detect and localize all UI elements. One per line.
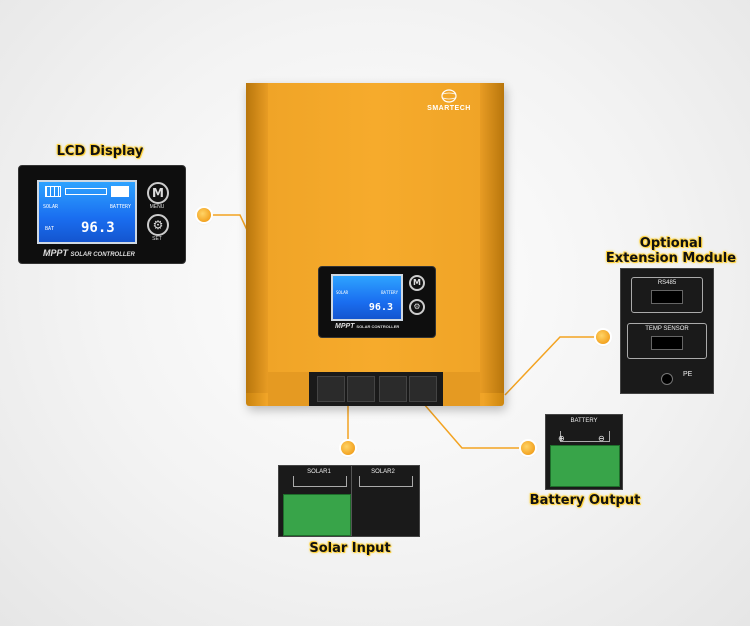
brand-logo: SMARTECH — [413, 88, 485, 116]
device-terminal-slot — [309, 372, 443, 406]
battery-terminal-closeup: BATTERY ⊕ ⊖ — [545, 414, 623, 490]
extension-callout-label: Optional Extension Module — [596, 236, 746, 266]
closeup-lcd-reading: 96.3 — [81, 220, 115, 236]
temp-sensor-port: TEMP SENSOR — [627, 323, 707, 359]
pe-label: PE — [683, 371, 693, 378]
temp-sensor-label: TEMP SENSOR — [645, 326, 689, 332]
closeup-lcd-screen: SOLAR BATTERY BAT 96.3 — [37, 180, 137, 244]
set-button[interactable]: ⚙ — [409, 299, 425, 315]
extension-callout-line1: Optional — [639, 236, 703, 251]
rs485-label: RS485 — [657, 280, 677, 286]
battery-output-callout-label: Battery Output — [529, 493, 641, 508]
lcd-display-closeup: SOLAR BATTERY BAT 96.3 M MENU ⚙ SET MPPT… — [18, 165, 186, 264]
solar1-label: SOLAR1 — [307, 469, 331, 475]
closeup-mppt-label: MPPT SOLAR CONTROLLER — [43, 248, 135, 258]
lcd-battery-label: BATTERY — [381, 290, 398, 295]
device-control-panel: 96.3 SOLAR BATTERY M ⚙ MPPT SOLAR CONTRO… — [318, 266, 436, 338]
solar-terminal-closeup: SOLAR1 SOLAR2 — [278, 465, 420, 537]
brand-name: SMARTECH — [427, 105, 471, 112]
extension-module-closeup: RS485 TEMP SENSOR PE — [620, 268, 714, 394]
menu-button[interactable]: M — [409, 275, 425, 291]
ground-screw — [661, 373, 673, 385]
battery-leader-line — [410, 388, 528, 449]
closeup-battery-icon — [111, 186, 129, 197]
closeup-set-label: SET — [152, 236, 162, 242]
closeup-battery-label: BATTERY — [109, 204, 131, 210]
lcd-callout-dot — [197, 208, 211, 222]
lcd-solar-label: SOLAR — [336, 290, 349, 295]
battery-terminal-label: BATTERY — [570, 418, 598, 424]
solar-charge-controller-body — [246, 83, 504, 406]
solar-input-callout-label: Solar Input — [309, 541, 391, 556]
globe-icon — [441, 89, 457, 103]
closeup-menu-label: MENU — [149, 204, 165, 210]
battery-green-connector — [550, 445, 620, 487]
extension-callout-line2: Extension Module — [605, 251, 737, 266]
device-left-rib — [246, 83, 268, 393]
closeup-menu-button[interactable]: M — [147, 182, 169, 204]
closeup-solar-icon — [45, 186, 61, 197]
closeup-flow-bar — [65, 188, 107, 195]
device-lcd-screen: 96.3 SOLAR BATTERY — [331, 274, 403, 321]
device-right-rib — [480, 83, 504, 393]
extension-leader-line — [504, 336, 602, 396]
battery-callout-dot — [521, 441, 535, 455]
solar-callout-dot — [341, 441, 355, 455]
solar-green-connector — [283, 494, 351, 536]
rs485-port: RS485 — [631, 277, 703, 313]
solar2-label: SOLAR2 — [371, 469, 395, 475]
closeup-set-button[interactable]: ⚙ — [147, 214, 169, 236]
closeup-solar-label: SOLAR — [43, 204, 59, 210]
lcd-display-callout-label: LCD Display — [56, 144, 144, 159]
lcd-reading: 96.3 — [368, 302, 393, 313]
panel-mppt-label: MPPT SOLAR CONTROLLER — [335, 323, 400, 330]
extension-callout-dot — [596, 330, 610, 344]
closeup-bat-label: BAT — [45, 226, 55, 232]
